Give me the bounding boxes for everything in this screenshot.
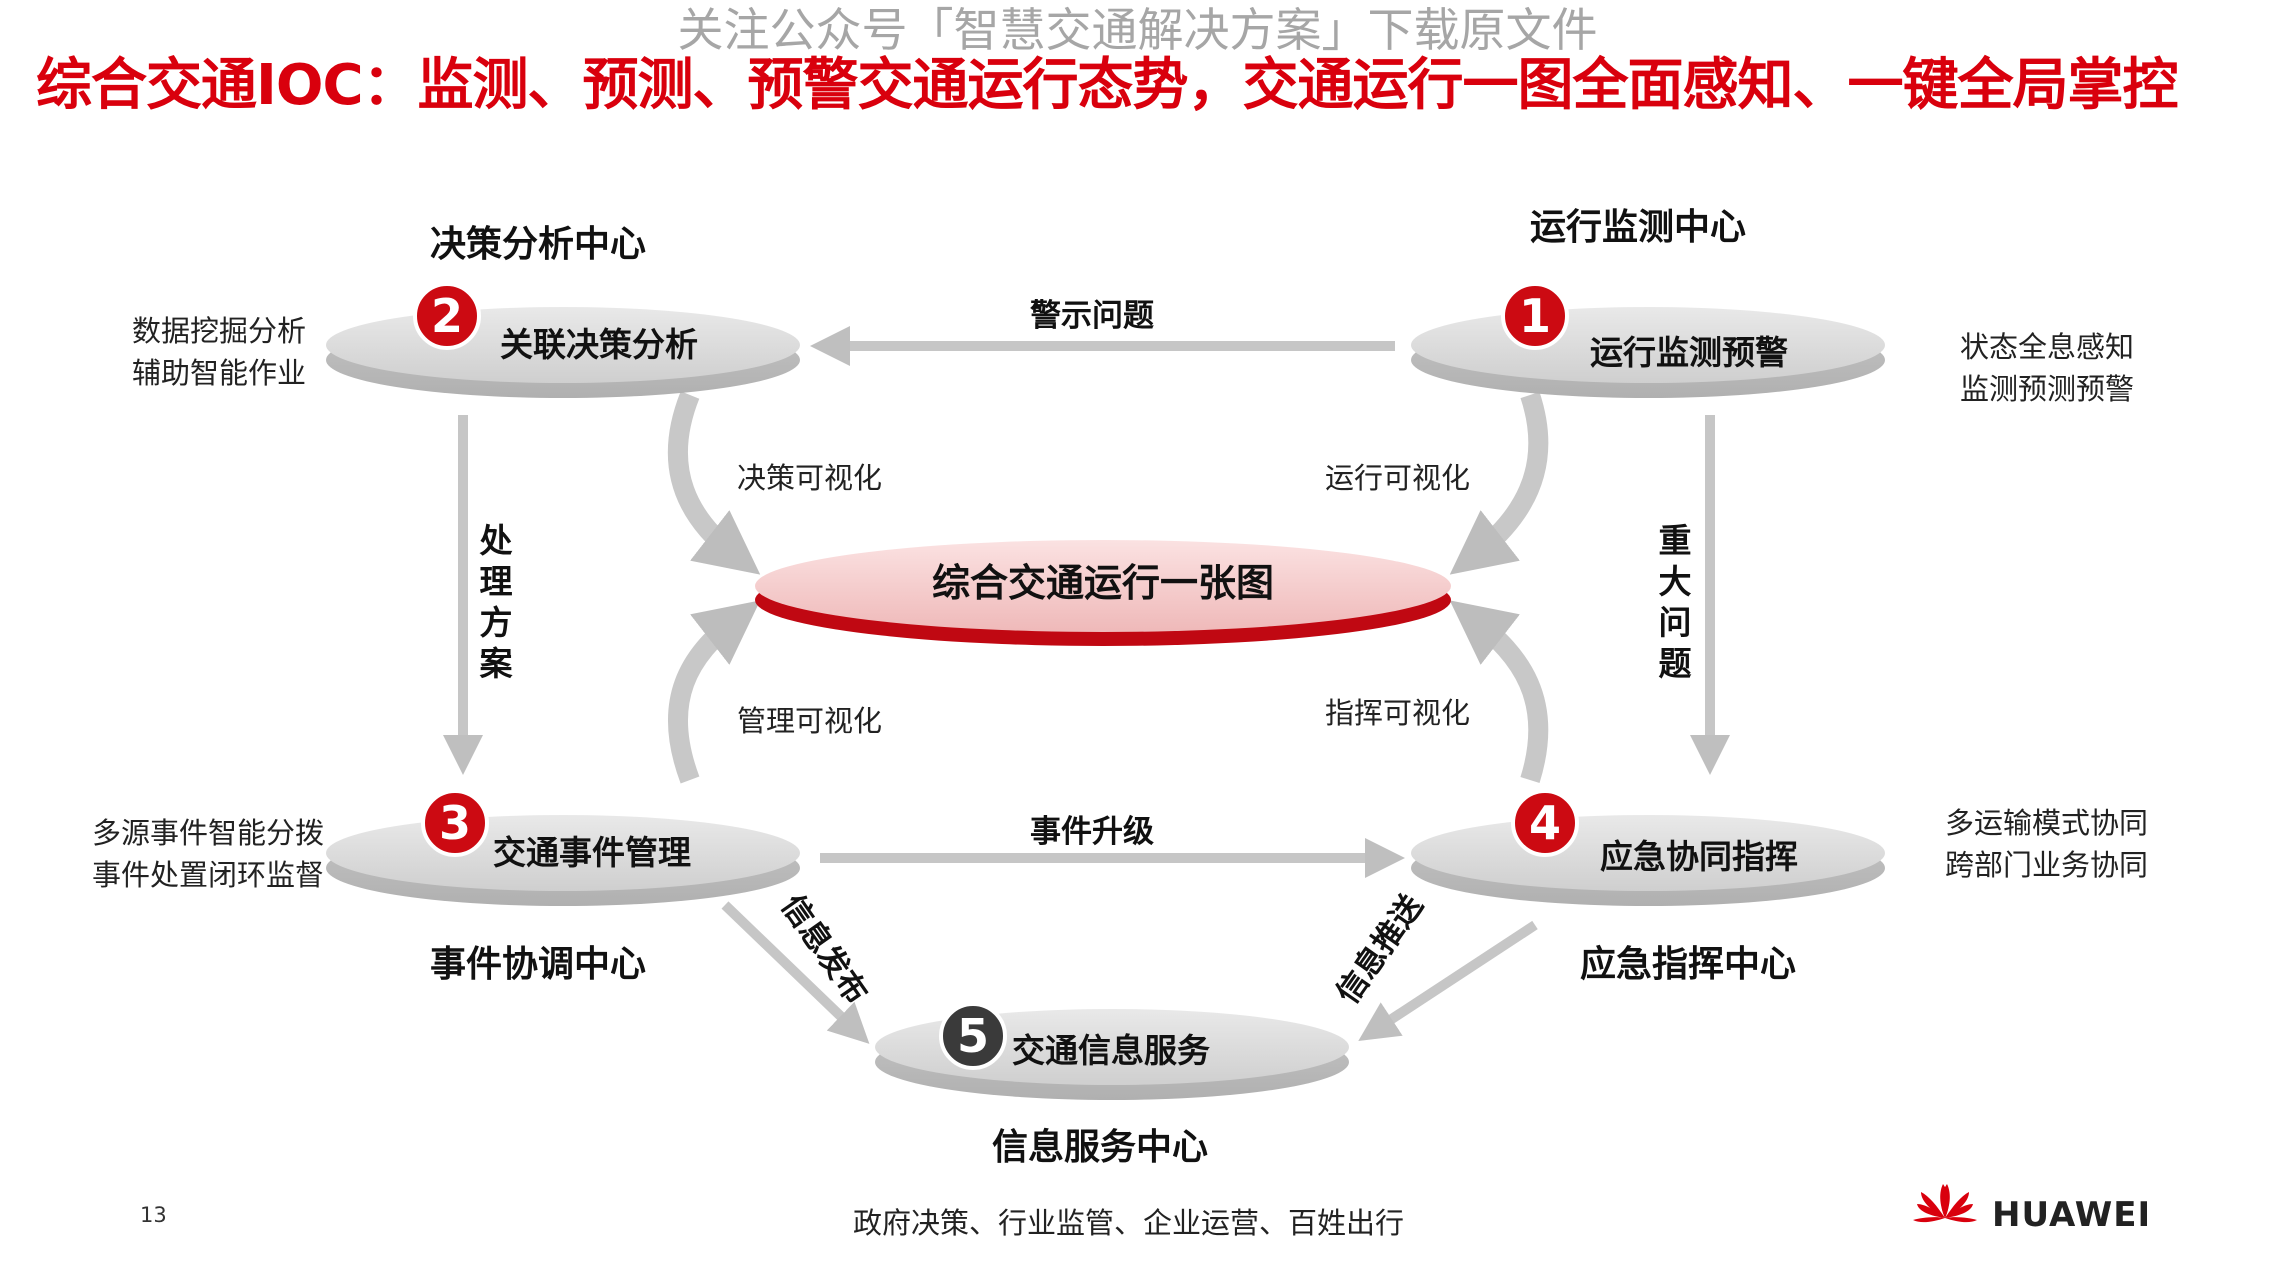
curve-arrow-management <box>667 600 761 784</box>
curve-arrow-operation <box>1449 391 1549 575</box>
node-label-5: 交通信息服务 <box>1012 1031 1210 1070</box>
badge-5 <box>939 1002 1007 1070</box>
center-label-operation: 运行监测中心 <box>1530 207 1747 248</box>
note-line: 事件处置闭环监督 <box>92 858 325 892</box>
note-line: 多运输模式协同 <box>1945 806 2149 840</box>
edge-label-warning: 警示问题 <box>1030 298 1154 334</box>
badge-number-3: 3 <box>438 796 471 850</box>
badge-1 <box>1501 282 1569 350</box>
badge-2 <box>413 282 481 350</box>
center-label-decision: 决策分析中心 <box>430 224 647 265</box>
badge-number-2: 2 <box>430 289 463 343</box>
page-title: 综合交通IOC：监测、预测、预警交通运行态势，交通运行一图全面感知、一键全局掌控 <box>36 53 2179 118</box>
curve-arrow-command <box>1449 600 1549 783</box>
note-line: 多源事件智能分拨 <box>92 816 325 850</box>
center-label-event: 事件协调中心 <box>430 944 647 985</box>
note-line: 辅助智能作业 <box>132 356 307 390</box>
notes-node-3: 多源事件智能分拨 事件处置闭环监督 <box>92 812 324 896</box>
badge-number-1: 1 <box>1518 289 1551 343</box>
edge-label-upgrade: 事件升级 <box>1030 814 1154 850</box>
badge-3 <box>421 789 489 857</box>
edge-label-major: 重大问题 <box>1658 521 1692 683</box>
notes-node-1: 状态全息感知 监测预测预警 <box>1960 326 2134 410</box>
huawei-logo-icon <box>1913 1184 1977 1223</box>
watermark-text: 关注公众号「智慧交通解决方案」下载原文件 <box>677 3 1598 57</box>
visual-label-decision: 决策可视化 <box>737 461 883 495</box>
center-label-emergency: 应急指挥中心 <box>1580 944 1797 985</box>
arrow-publish <box>721 901 870 1044</box>
node-label-1: 运行监测预警 <box>1590 333 1788 372</box>
note-line: 状态全息感知 <box>1960 330 2135 364</box>
hub-disc <box>755 540 1451 646</box>
note-line: 数据挖掘分析 <box>132 314 307 348</box>
page-number: 13 <box>140 1203 167 1227</box>
footer-audience: 政府决策、行业监管、企业运营、百姓出行 <box>853 1206 1405 1240</box>
notes-node-2: 数据挖掘分析 辅助智能作业 <box>132 310 306 394</box>
arrow-push <box>1358 920 1538 1041</box>
visual-label-command: 指挥可视化 <box>1325 696 1471 730</box>
huawei-wordmark: HUAWEI <box>1992 1195 2152 1235</box>
badge-4 <box>1511 789 1579 857</box>
notes-node-4: 多运输模式协同 跨部门业务协同 <box>1945 802 2148 886</box>
curve-arrow-decision <box>667 391 761 575</box>
edge-label-plan: 处理方案 <box>479 521 513 683</box>
note-line: 监测预测预警 <box>1960 372 2135 406</box>
node-label-4: 应急协同指挥 <box>1600 837 1798 876</box>
badge-number-5: 5 <box>956 1009 989 1063</box>
visual-label-management: 管理可视化 <box>737 704 883 738</box>
node-label-2: 关联决策分析 <box>500 325 698 364</box>
hub-label: 综合交通运行一张图 <box>932 561 1275 605</box>
node-label-3: 交通事件管理 <box>493 833 691 872</box>
visual-label-operation: 运行可视化 <box>1325 461 1471 495</box>
note-line: 跨部门业务协同 <box>1945 848 2149 882</box>
badge-number-4: 4 <box>1528 796 1561 850</box>
center-label-info: 信息服务中心 <box>992 1127 1209 1168</box>
